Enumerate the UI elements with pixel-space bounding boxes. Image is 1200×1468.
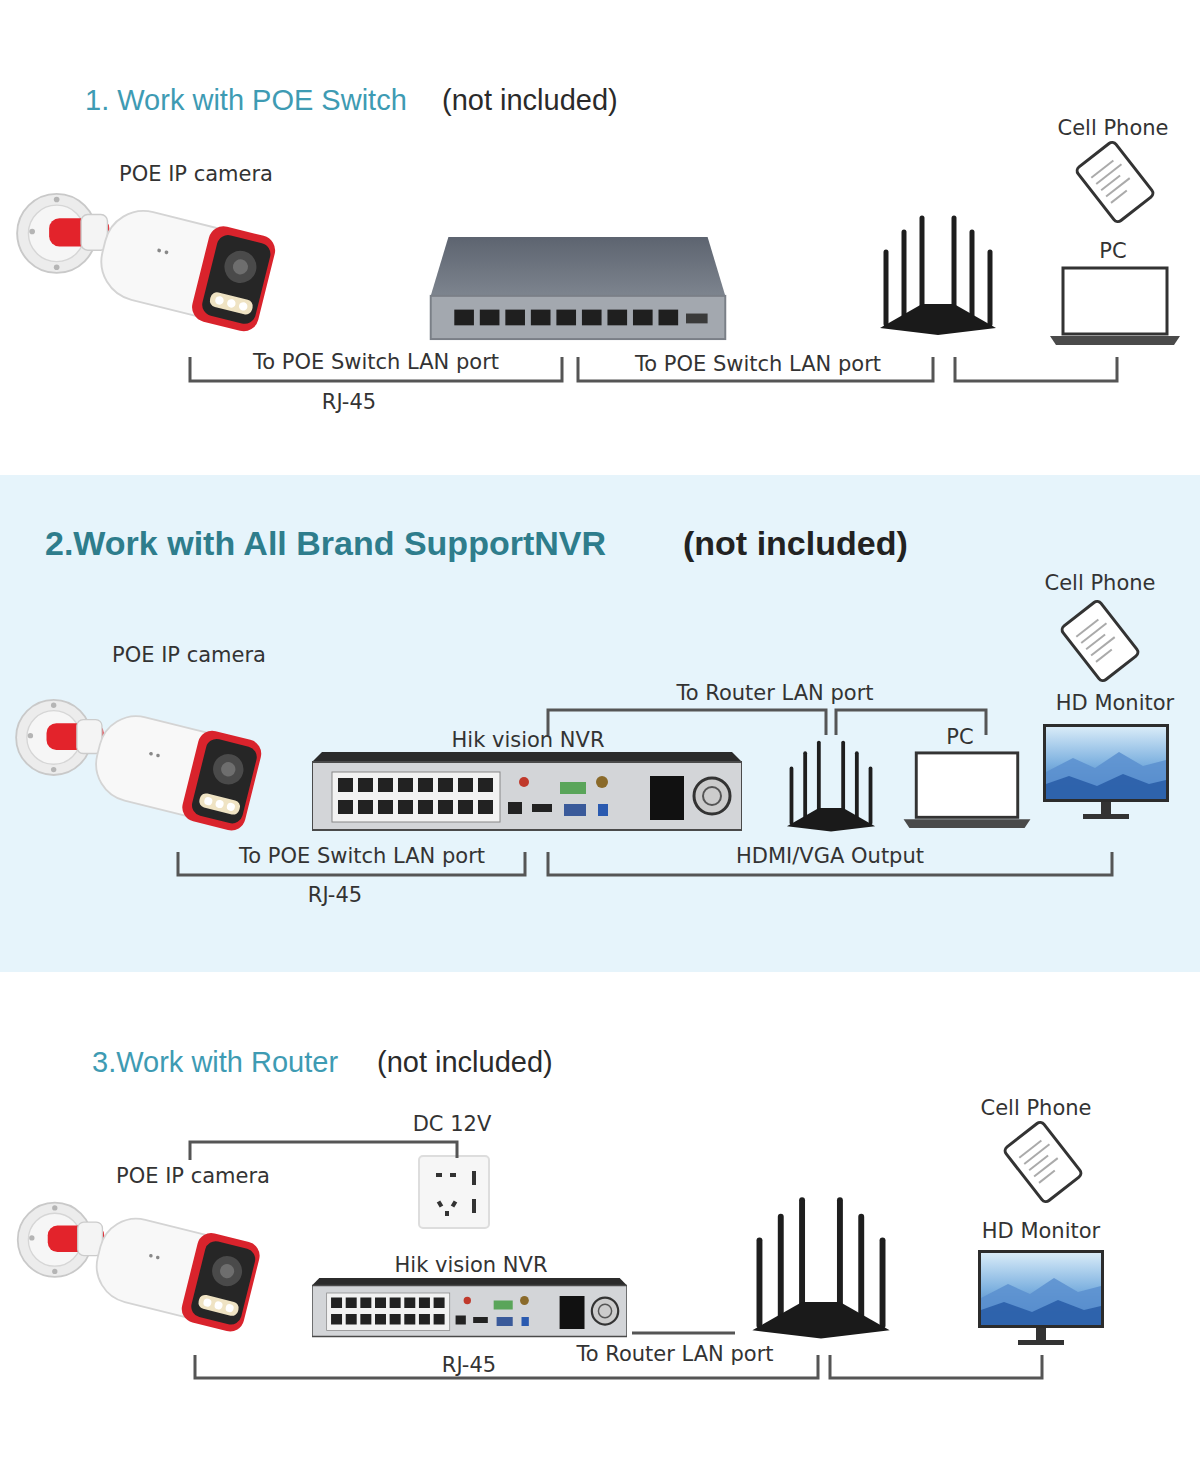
connection-label: To Router LAN port — [576, 1342, 773, 1366]
device-label: PC — [946, 725, 973, 749]
section-band: 2.Work with All Brand SupportNVR (not inc… — [0, 475, 1200, 972]
device-label: HD Monitor — [982, 1219, 1100, 1243]
device-label: PC — [1099, 239, 1126, 263]
phone-device: Cell Phone — [1050, 112, 1180, 220]
connection-label: DC 12V — [413, 1112, 492, 1136]
connection-label: HDMI/VGA Output — [736, 844, 924, 868]
device-label: POE IP camera — [116, 1164, 270, 1188]
device-label: Cell Phone — [1058, 116, 1169, 140]
monitor-device: HD Monitor — [1040, 688, 1190, 823]
camera-device: POE IP camera — [10, 640, 270, 835]
connection-label: To POE Switch LAN port — [239, 844, 485, 868]
section-heading: 2.Work with All Brand SupportNVR — [45, 524, 606, 563]
connection-label: To POE Switch LAN port — [253, 350, 499, 374]
monitor-device: HD Monitor — [968, 1215, 1113, 1348]
nvr-device: Hik vision NVR — [308, 1250, 630, 1342]
section-heading: 1. Work with POE Switch — [85, 84, 407, 117]
nvr-device: Hik vision NVR — [308, 725, 748, 837]
phone-device: Cell Phone — [970, 1092, 1102, 1198]
section-band: 1. Work with POE Switch (not included) POE… — [0, 0, 1200, 475]
device-label: HD Monitor — [1056, 691, 1174, 715]
section-band: 3.Work with Router (not included) Cell Pho… — [0, 972, 1200, 1468]
pc-device: PC — [1045, 236, 1183, 348]
device-label: Cell Phone — [1045, 571, 1156, 595]
section-heading: (not included) — [442, 84, 618, 117]
connection-label: RJ-45 — [308, 883, 362, 907]
camera-device: POE IP camera — [10, 1160, 268, 1335]
connection-label: To POE Switch LAN port — [635, 352, 881, 376]
connection-label: RJ-45 — [442, 1353, 496, 1377]
section-heading: (not included) — [683, 524, 908, 563]
device-label: Hik vision NVR — [395, 1253, 548, 1277]
phone-device: Cell Phone — [1035, 567, 1165, 685]
device-label: POE IP camera — [112, 643, 266, 667]
section-heading: (not included) — [377, 1046, 553, 1079]
device-label: Cell Phone — [981, 1096, 1092, 1120]
device-label: POE IP camera — [119, 162, 273, 186]
device-label: Hik vision NVR — [452, 728, 605, 752]
connection-label: RJ-45 — [322, 390, 376, 414]
connection-label: To Router LAN port — [676, 681, 873, 705]
section-heading: 3.Work with Router — [92, 1046, 338, 1079]
pc-device: PC — [898, 722, 1036, 832]
camera-device: POE IP camera — [10, 150, 285, 335]
